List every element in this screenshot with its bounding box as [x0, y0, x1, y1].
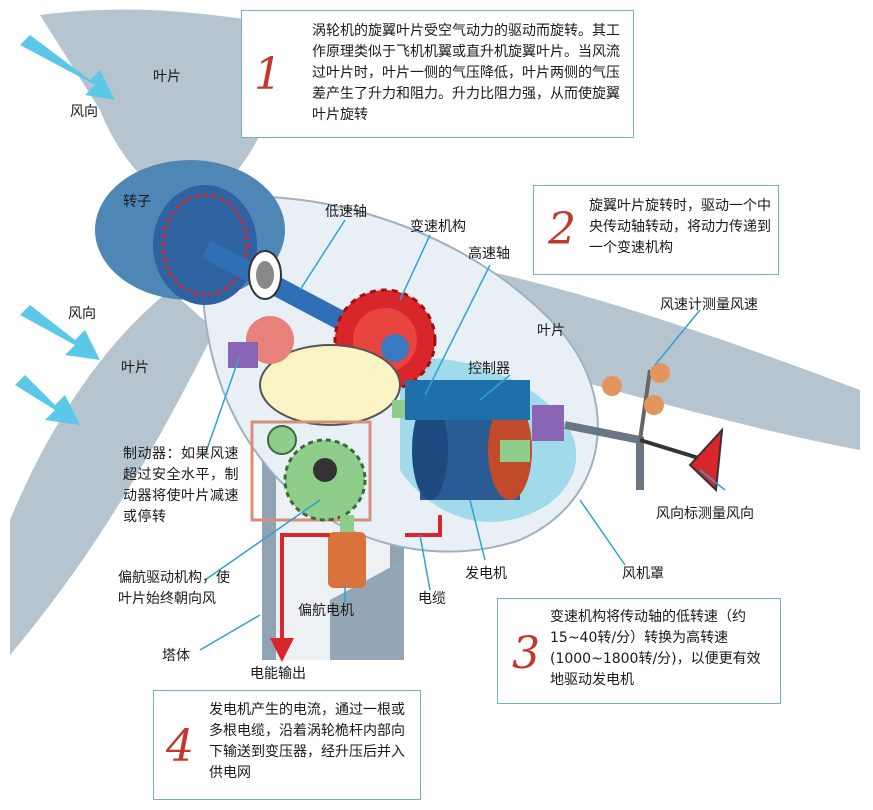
label-blade-right: 叶片	[537, 323, 565, 339]
label-low-speed-shaft: 低速轴	[325, 204, 367, 220]
low-speed-shaft	[202, 240, 380, 348]
gear-plate	[259, 344, 401, 426]
label-gearbox: 变速机构	[410, 219, 466, 235]
callout-text: 发电机产生的电流，通过一根或多根电缆，沿着涡轮桅杆内部向下输送到变压器，经升压后…	[209, 702, 405, 781]
callout-box-3: 3 变速机构将传动轴的低转速（约15~40转/分）转换为高转速(1000~180…	[497, 598, 781, 704]
power-cable	[270, 515, 442, 662]
callout-number: 1	[254, 49, 282, 100]
yaw-motor	[328, 515, 366, 588]
callout-number: 2	[548, 204, 576, 255]
callout-box-1: 1 涡轮机的旋翼叶片受空气动力的驱动而旋转。其工作原理类似于飞机机翼或直升机旋翼…	[241, 10, 634, 138]
label-rotor: 转子	[123, 194, 151, 210]
label-tower: 塔体	[162, 648, 190, 664]
wind-arrows	[15, 35, 115, 425]
callout-text: 涡轮机的旋翼叶片受空气动力的驱动而旋转。其工作原理类似于飞机机翼或直升机旋翼叶片…	[312, 23, 620, 123]
label-yaw-drive: 偏航驱动机构，使叶片始终朝向风	[118, 570, 230, 607]
label-wind-vane: 风向标测量风向	[656, 506, 754, 522]
callout-box-2: 2 旋翼叶片旋转时，驱动一个中央传动轴转动，将动力传递到一个变速机构	[533, 185, 779, 275]
label-blade-left: 叶片	[121, 360, 149, 376]
callout-text: 旋翼叶片旋转时，驱动一个中央传动轴转动，将动力传递到一个变速机构	[589, 198, 771, 256]
label-brake: 制动器：如果风速超过安全水平，制动器将使叶片减速或停转	[123, 446, 239, 525]
label-anemometer: 风速计测量风速	[660, 297, 758, 313]
brake	[228, 316, 294, 368]
callout-text: 变速机构将传动轴的低转速（约15~40转/分）转换为高转速(1000~1800转…	[550, 609, 761, 688]
label-nacelle: 风机罩	[622, 566, 664, 582]
label-high-speed-shaft: 高速轴	[468, 246, 510, 262]
callout-number: 4	[166, 721, 194, 772]
label-yaw-motor: 偏航电机	[298, 603, 354, 619]
yaw-drive-gear	[250, 420, 372, 522]
wind-vane	[639, 427, 724, 493]
label-blade-top: 叶片	[153, 69, 181, 85]
blade-left	[10, 290, 215, 655]
label-controller: 控制器	[468, 361, 510, 377]
leader-lines	[199, 219, 726, 651]
label-wind-top: 风向	[70, 104, 98, 120]
controller	[405, 380, 644, 490]
callout-box-4: 4 发电机产生的电流，通过一根或多根电缆，沿着涡轮桅杆内部向下输送到变压器，经升…	[153, 690, 421, 800]
label-power-output: 电能输出	[250, 666, 306, 682]
label-wind-mid: 风向	[68, 306, 96, 322]
label-cable: 电缆	[418, 591, 446, 607]
generator	[412, 400, 532, 500]
label-generator: 发电机	[465, 566, 507, 582]
callout-number: 3	[512, 628, 540, 679]
anemometer	[602, 363, 670, 441]
